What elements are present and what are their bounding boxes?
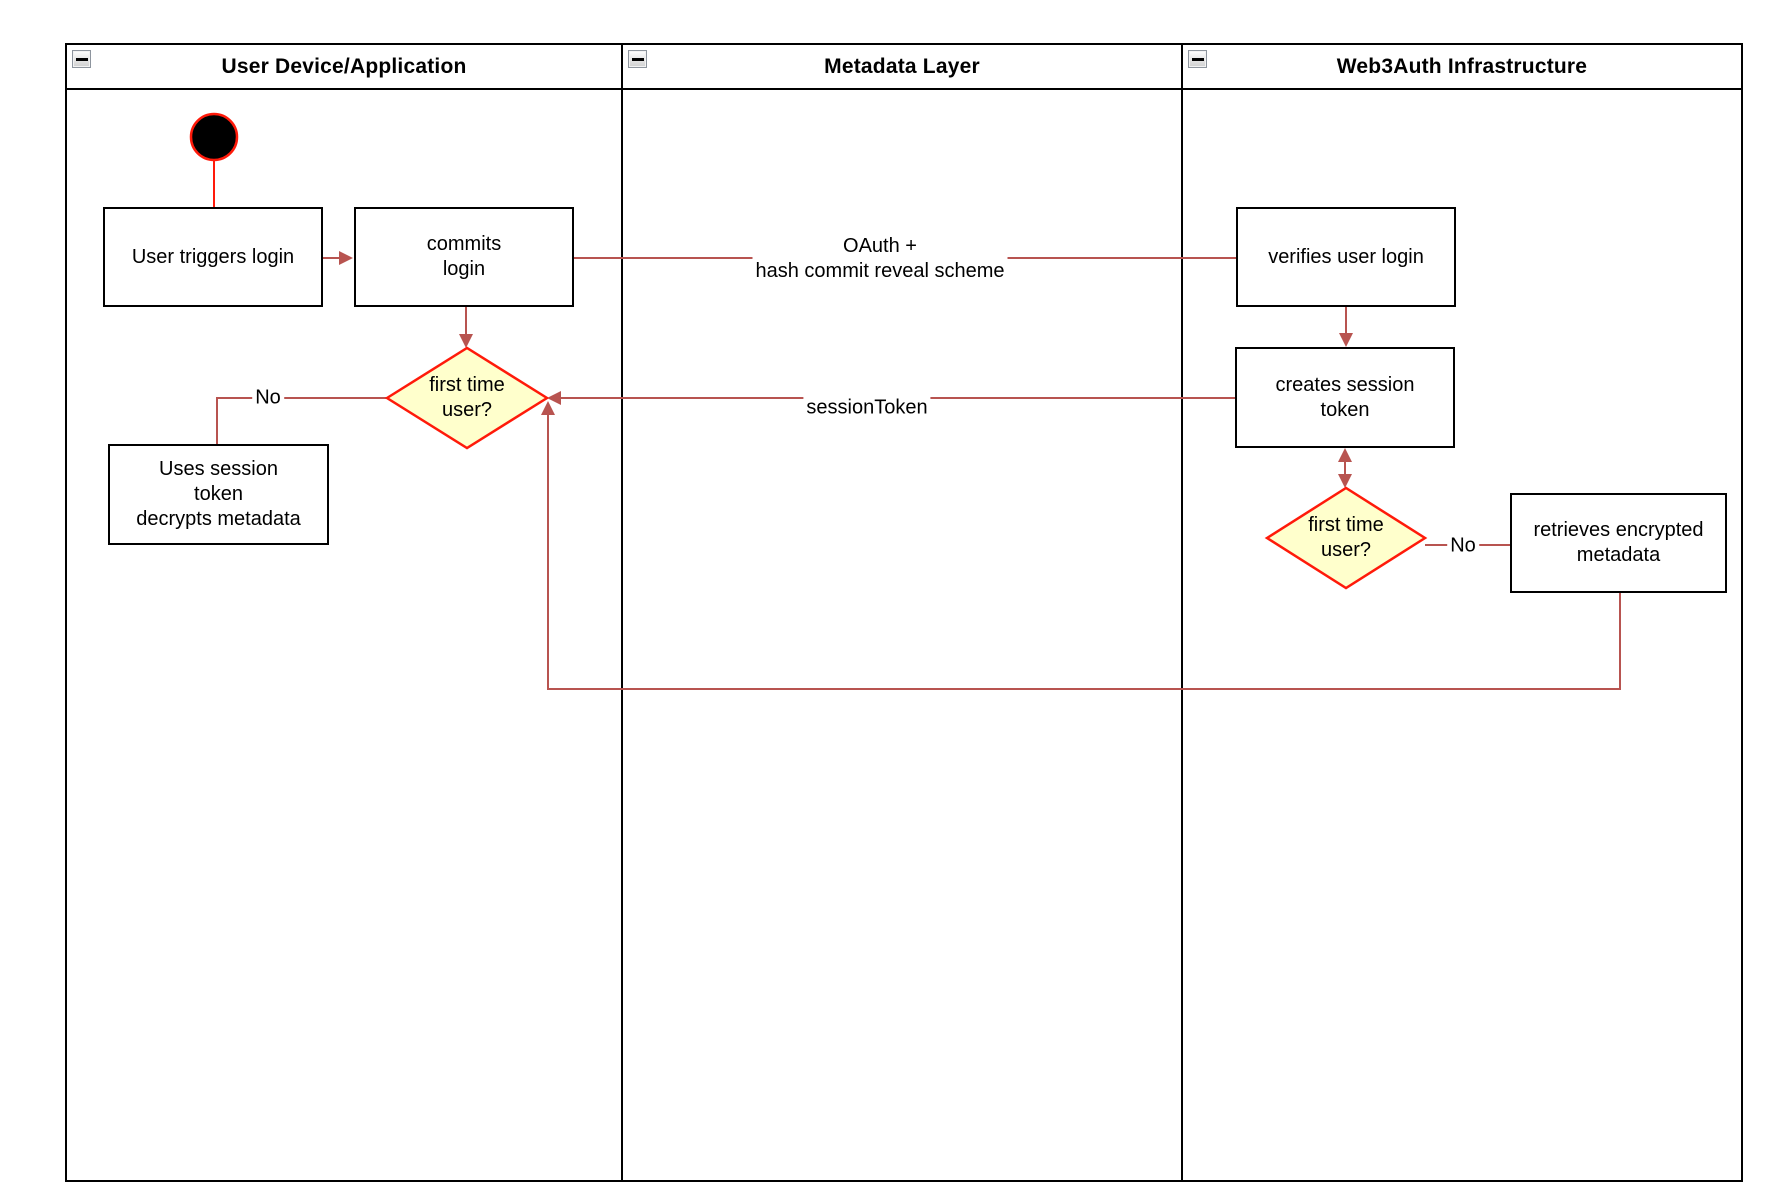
lane-web3auth-infrastructure: Web3Auth Infrastructure (1183, 45, 1741, 1180)
arrowhead-down-icon (1338, 474, 1352, 488)
decision-first-time-user-left[interactable] (384, 346, 550, 450)
node-verifies-user-login[interactable]: verifies user login (1236, 207, 1456, 307)
minus-icon (1191, 57, 1204, 61)
node-label: User triggers login (131, 245, 295, 268)
edge-label-oauth: OAuth + hash commit reveal scheme (752, 234, 1008, 284)
lane-title: User Device/Application (221, 54, 467, 78)
decision-first-time-user-right[interactable] (1264, 486, 1428, 590)
lane-header-metadata-layer: Metadata Layer (623, 45, 1181, 90)
lane-metadata-layer: Metadata Layer (623, 45, 1183, 1180)
minus-icon (631, 57, 644, 61)
node-label: retrieves encrypted metadata (1533, 519, 1704, 566)
minus-icon (75, 57, 88, 61)
node-label: commits login (426, 233, 502, 280)
edge-first-time-left-no (216, 397, 387, 444)
node-label: verifies user login (1268, 245, 1424, 268)
lane-user-device: User Device/Application (67, 45, 623, 1180)
swimlane-pool: User Device/Application Metadata Layer W… (65, 43, 1743, 1182)
collapse-lane-button[interactable] (72, 50, 91, 68)
collapse-lane-button[interactable] (628, 50, 647, 68)
edge-label-no-right: No (1447, 533, 1479, 559)
arrowhead-down-icon (459, 334, 473, 348)
start-node[interactable] (189, 112, 239, 162)
node-label: Uses session token decrypts metadata (136, 458, 301, 530)
node-user-triggers-login[interactable]: User triggers login (103, 207, 323, 307)
edge-label-session-token: sessionToken (803, 395, 931, 421)
arrowhead-down-icon (1339, 333, 1353, 347)
node-creates-session-token[interactable]: creates session token (1235, 347, 1455, 448)
edge-label-no-left: No (252, 385, 284, 411)
lane-header-user-device: User Device/Application (67, 45, 621, 90)
edge-feedback-loop (547, 414, 1621, 690)
node-label: creates session token (1275, 373, 1415, 421)
arrowhead-left-icon (547, 391, 561, 405)
node-retrieves-encrypted-metadata[interactable]: retrieves encrypted metadata (1510, 493, 1727, 593)
node-commits-login[interactable]: commits login (354, 207, 574, 307)
lane-header-web3auth: Web3Auth Infrastructure (1183, 45, 1741, 90)
collapse-lane-button[interactable] (1188, 50, 1207, 68)
arrowhead-up-icon (1338, 448, 1352, 462)
lane-title: Metadata Layer (824, 54, 980, 78)
arrowhead-up-icon (541, 401, 555, 415)
node-uses-session-token[interactable]: Uses session token decrypts metadata (108, 444, 329, 545)
lane-title: Web3Auth Infrastructure (1336, 54, 1588, 78)
arrowhead-right-icon (339, 251, 353, 265)
